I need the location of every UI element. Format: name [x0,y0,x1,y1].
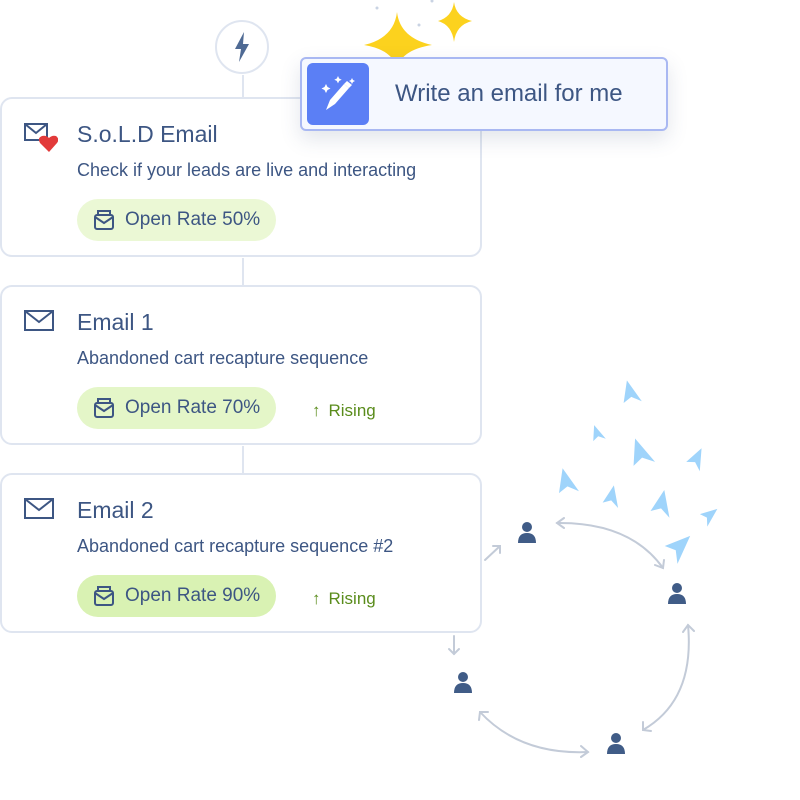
card-title: Email 2 [77,497,154,523]
connector [242,75,244,99]
magic-pen-icon [307,63,369,125]
card-sold-email[interactable]: S.o.L.D Email Check if your leads are li… [0,97,482,257]
connector [242,258,244,286]
card-email-2[interactable]: Email 2 Abandoned cart recapture sequenc… [0,473,482,633]
badge-label: Open Rate 70% [125,397,261,418]
trend-label: Rising [328,589,376,608]
arrows [448,517,695,758]
trigger-node[interactable] [215,20,269,74]
arrow-up-icon: ↑ [312,401,321,420]
mail-icon [24,310,54,331]
connector [242,446,244,474]
card-title: Email 1 [77,309,154,335]
card-subtitle: Check if your leads are live and interac… [77,160,417,180]
badge-label: Open Rate 50% [125,209,261,230]
write-email-button[interactable]: Write an email for me [300,57,668,131]
trend-label: Rising [328,401,376,420]
open-rate-badge: Open Rate 50% [77,199,277,241]
arrow-up-icon: ↑ [312,589,321,608]
open-mail-icon [94,586,114,606]
card-email-1[interactable]: Email 1 Abandoned cart recapture sequenc… [0,285,482,445]
sparkle-icon [364,0,472,70]
open-mail-icon [94,210,114,230]
lightning-icon [235,32,249,62]
trend-indicator: ↑ Rising [312,589,376,609]
card-title: S.o.L.D Email [77,121,218,147]
open-mail-icon [94,398,114,418]
card-subtitle: Abandoned cart recapture sequence #2 [77,536,394,556]
card-subtitle: Abandoned cart recapture sequence [77,348,369,368]
mail-icon [24,498,54,519]
paper-plane-icons [558,380,718,564]
open-rate-badge: Open Rate 90% [77,575,277,617]
open-rate-badge: Open Rate 70% [77,387,277,429]
trend-indicator: ↑ Rising [312,401,376,421]
mail-heart-icon [24,123,58,152]
write-email-label: Write an email for me [395,80,623,107]
badge-label: Open Rate 90% [125,585,261,606]
user-icons [454,522,686,754]
